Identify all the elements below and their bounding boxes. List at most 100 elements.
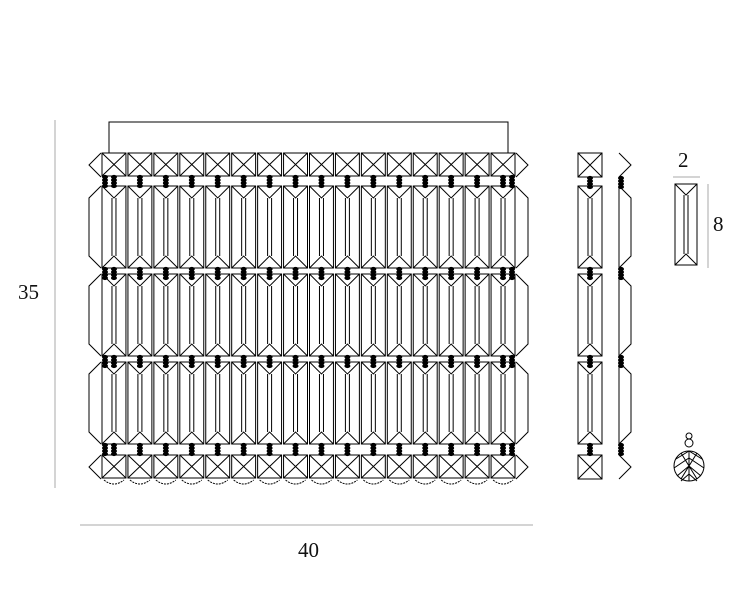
bead-connector xyxy=(266,451,273,457)
crystal-facet xyxy=(101,185,127,269)
bottom-drop-crystal xyxy=(181,479,203,485)
crystal-height-label: 8 xyxy=(713,212,724,236)
bead-connector xyxy=(102,451,108,457)
bead-connector xyxy=(509,363,515,369)
crystal-facet xyxy=(257,454,282,479)
crystal-facet xyxy=(205,273,231,357)
crystal-facet xyxy=(412,185,438,269)
crystal-facet xyxy=(386,185,412,269)
crystal-facet xyxy=(335,273,360,357)
bead-connector xyxy=(240,363,247,369)
bead-connector xyxy=(587,184,593,190)
crystal-facet xyxy=(438,185,464,269)
crystal-facet xyxy=(490,185,516,269)
crystal-facet xyxy=(412,361,438,445)
side-crystal xyxy=(88,361,102,445)
profile-view xyxy=(618,152,632,480)
crystal-facet xyxy=(386,361,412,445)
crystal-facet xyxy=(231,361,256,445)
side-crystal xyxy=(88,273,102,357)
crystal-facet xyxy=(101,361,127,445)
crystal-facet xyxy=(101,454,127,479)
bead-connector xyxy=(474,451,481,457)
width-dimension-label: 40 xyxy=(298,538,319,562)
crystal-facet xyxy=(153,454,179,479)
bead-connector xyxy=(587,363,593,369)
bead-connector xyxy=(474,275,481,281)
crystal-facet xyxy=(490,152,516,177)
bead-connector xyxy=(370,275,377,281)
bead-connector xyxy=(474,363,481,369)
bead-connector xyxy=(500,363,507,369)
bead-connector xyxy=(266,363,273,369)
bead-connector xyxy=(422,363,429,369)
crystal-facet xyxy=(179,454,205,479)
bead-connector xyxy=(292,183,299,189)
bottom-drop-crystal xyxy=(492,479,514,485)
crystal-facet xyxy=(361,361,386,445)
bead-connector xyxy=(136,275,143,281)
bead-connector xyxy=(509,275,515,281)
bead-connector xyxy=(136,183,143,189)
side-crystal xyxy=(88,152,102,178)
bottom-drop-crystal xyxy=(414,479,436,485)
crystal-facet xyxy=(283,152,308,177)
crystal-facet xyxy=(153,273,179,357)
bead-connector xyxy=(318,183,325,189)
bead-connector xyxy=(618,184,624,190)
bead-connector xyxy=(396,275,403,281)
crystal-facet xyxy=(153,152,179,177)
crystal-facet xyxy=(577,454,603,480)
ball-pendant-detail xyxy=(673,432,705,482)
crystal-facet xyxy=(438,152,464,177)
side-crystal xyxy=(515,273,529,357)
crystal-facet xyxy=(577,361,603,445)
bead-connector xyxy=(448,451,455,457)
crystal-facet xyxy=(205,454,231,479)
crystal-facet xyxy=(464,273,490,357)
crystal-facet xyxy=(438,361,464,445)
bead-connector xyxy=(396,451,403,457)
side-crystal xyxy=(88,185,102,269)
profile-crystal xyxy=(618,184,632,270)
crystal-facet xyxy=(283,273,308,357)
crystal-facet xyxy=(335,152,360,177)
crystal-facet xyxy=(205,361,231,445)
bead-connector xyxy=(500,183,507,189)
bead-connector xyxy=(422,451,429,457)
crystal-facet xyxy=(386,273,412,357)
crystal-facet xyxy=(231,454,256,479)
crystal-facet xyxy=(127,361,153,445)
crystal-facet xyxy=(577,273,603,357)
crystal-facet xyxy=(127,185,153,269)
bead-connector xyxy=(422,275,429,281)
bead-connector xyxy=(240,451,247,457)
bottom-drop-crystal xyxy=(207,479,229,485)
bead-connector xyxy=(500,451,507,457)
crystal-facet xyxy=(257,152,282,177)
bead-connector xyxy=(214,363,221,369)
side-view xyxy=(577,152,603,480)
bead-connector xyxy=(587,275,593,281)
bead-connector xyxy=(370,363,377,369)
bead-connector xyxy=(344,275,351,281)
bottom-drop-crystal xyxy=(363,479,384,485)
bottom-drop-crystal xyxy=(440,479,462,485)
crystal-facet xyxy=(179,152,205,177)
bead-connector xyxy=(344,363,351,369)
bead-connector xyxy=(448,183,455,189)
mounting-bracket xyxy=(108,121,509,153)
bead-connector xyxy=(102,275,108,281)
crystal-facet xyxy=(577,185,603,269)
dimension-lines xyxy=(54,120,709,526)
bead-connector xyxy=(344,451,351,457)
bead-connector xyxy=(214,275,221,281)
crystal-width-label: 2 xyxy=(678,148,689,172)
bottom-drop-crystal xyxy=(285,479,306,485)
pendant-ring xyxy=(684,438,694,448)
crystal-facet xyxy=(490,454,516,479)
side-crystal xyxy=(515,361,529,445)
crystal-facet xyxy=(153,361,179,445)
crystal-facet xyxy=(412,273,438,357)
bead-connector xyxy=(318,363,325,369)
